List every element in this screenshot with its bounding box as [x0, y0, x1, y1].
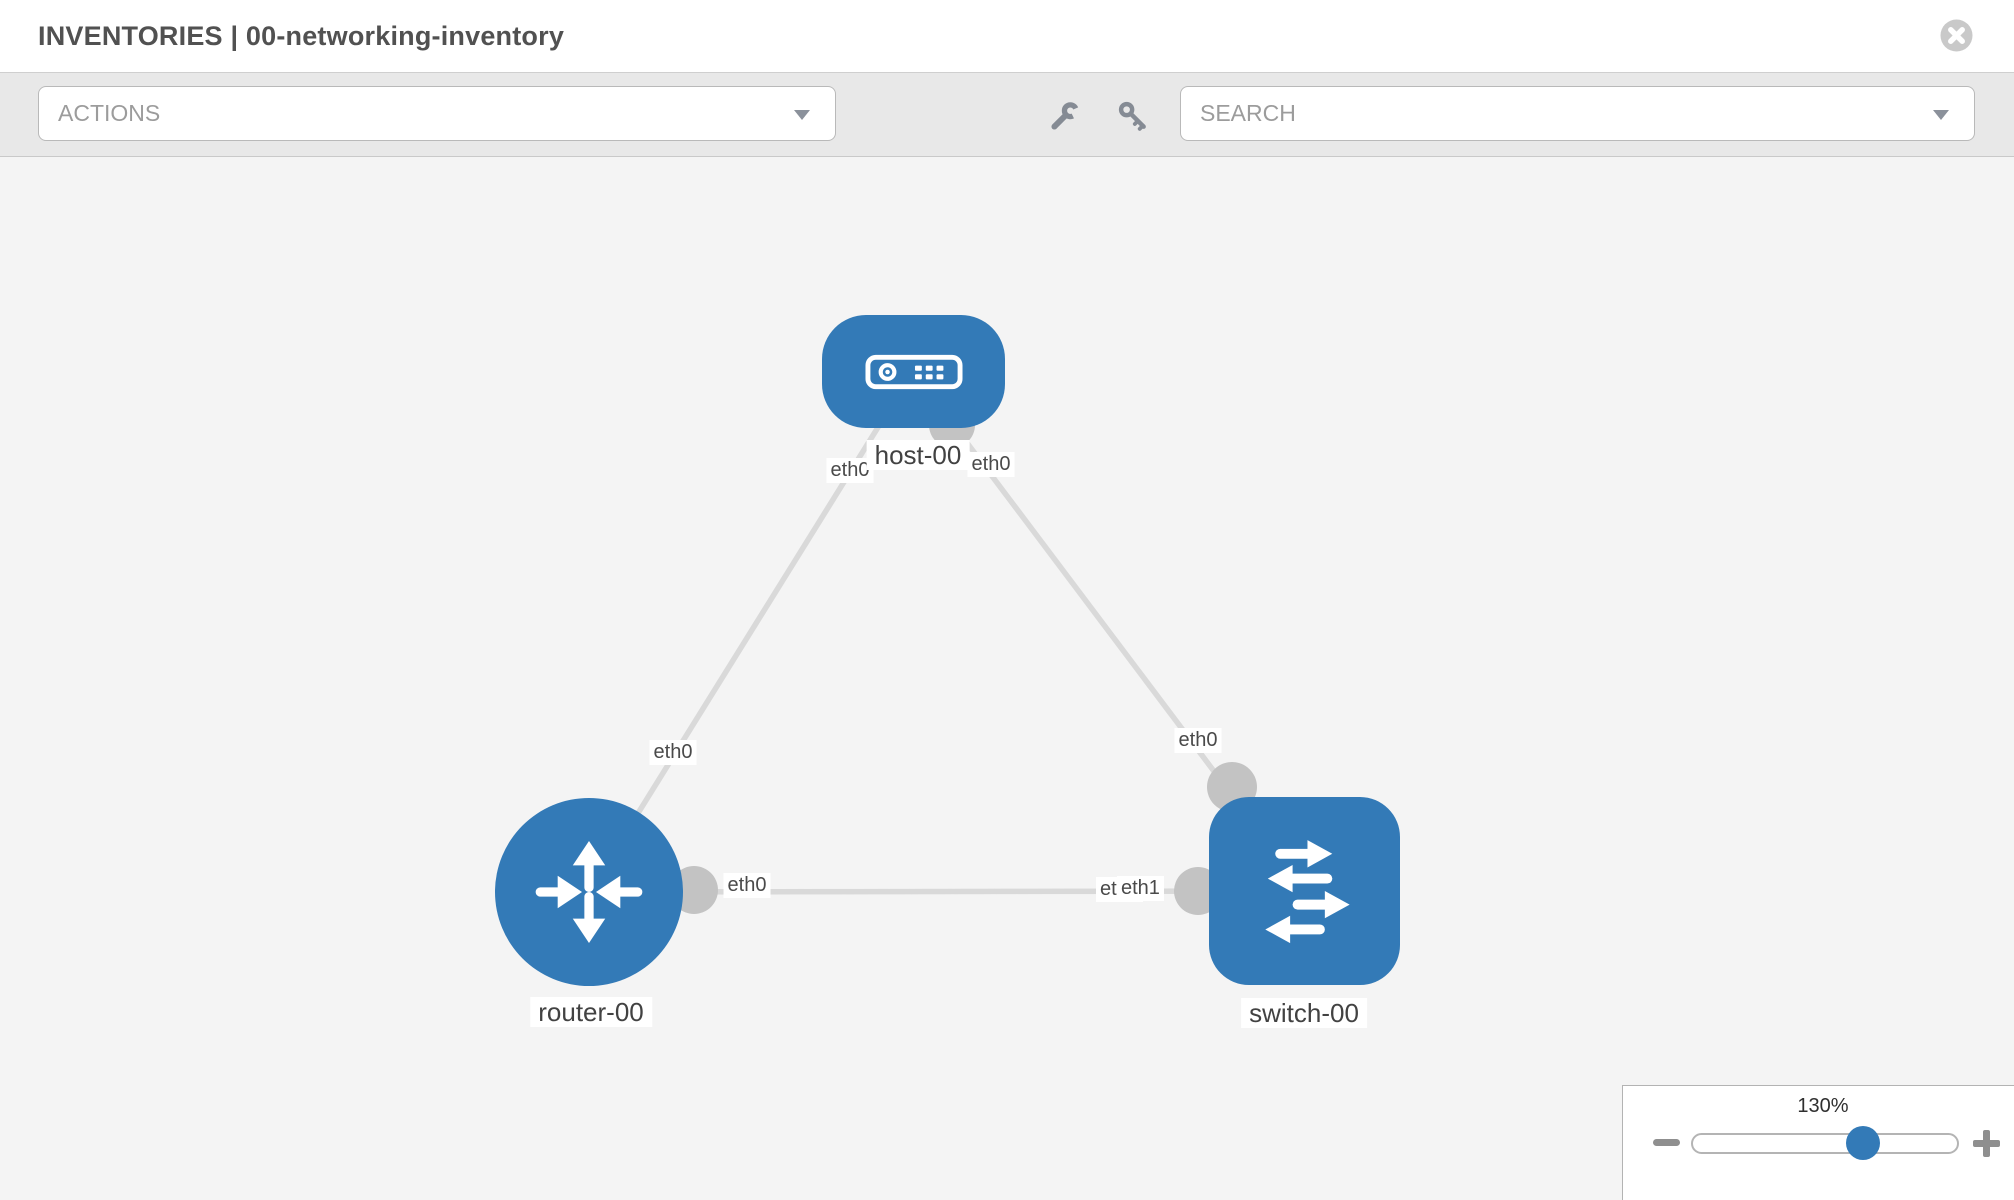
- host-icon: [864, 354, 963, 389]
- toolbar: ACTIONS SEARCH: [0, 72, 2014, 157]
- interface-label-host-eth0-left: eth0: [826, 458, 874, 483]
- interface-label-host-eth0-right: eth0: [967, 452, 1015, 477]
- node-switch-00[interactable]: [1209, 797, 1400, 985]
- search-dropdown[interactable]: SEARCH: [1180, 86, 1975, 141]
- zoom-out-button[interactable]: [1646, 1123, 1686, 1163]
- search-dropdown-label: SEARCH: [1200, 100, 1296, 126]
- actions-dropdown-label: ACTIONS: [58, 100, 161, 126]
- zoom-slider-thumb[interactable]: [1846, 1126, 1880, 1160]
- switch-icon: [1264, 840, 1350, 944]
- page-title: INVENTORIES | 00-networking-inventory: [38, 21, 565, 51]
- interface-label-switch-eth0-top: eth0: [1174, 728, 1222, 753]
- zoom-slider-track[interactable]: [1691, 1133, 1959, 1154]
- interface-label-switch-eth1: eth1: [1117, 876, 1164, 901]
- close-icon: [1940, 19, 1973, 52]
- node-label-switch-00: switch-00: [1241, 998, 1367, 1028]
- link-host-router[interactable]: [586, 369, 916, 894]
- tools-button[interactable]: [1048, 99, 1084, 135]
- links-layer: [586, 369, 1307, 895]
- chevron-down-icon: [794, 110, 810, 120]
- router-icon: [535, 840, 643, 944]
- node-host-00[interactable]: [822, 315, 1005, 428]
- zoom-in-button[interactable]: [1966, 1123, 2006, 1163]
- node-label-host-00: host-00: [866, 440, 970, 470]
- page-header: INVENTORIES | 00-networking-inventory: [0, 0, 2014, 72]
- zoom-control-panel: 130%: [1622, 1085, 2014, 1200]
- node-label-router-00: router-00: [530, 997, 652, 1027]
- node-router-00[interactable]: [495, 798, 683, 986]
- wrench-icon: [1051, 102, 1079, 130]
- zoom-level-value: 130%: [1797, 1095, 1849, 1117]
- close-button[interactable]: [1940, 19, 1973, 52]
- chevron-down-icon: [1933, 110, 1949, 120]
- interface-label-router-eth0-top: eth0: [649, 740, 697, 765]
- key-icon: [1118, 101, 1146, 131]
- topology-canvas[interactable]: eth0 eth0 eth0 eth0 eth0 eth0 eth1 host-…: [0, 157, 2014, 1200]
- actions-dropdown[interactable]: ACTIONS: [38, 86, 836, 141]
- interface-label-router-eth0-right: eth0: [723, 873, 771, 898]
- credentials-button[interactable]: [1116, 99, 1152, 135]
